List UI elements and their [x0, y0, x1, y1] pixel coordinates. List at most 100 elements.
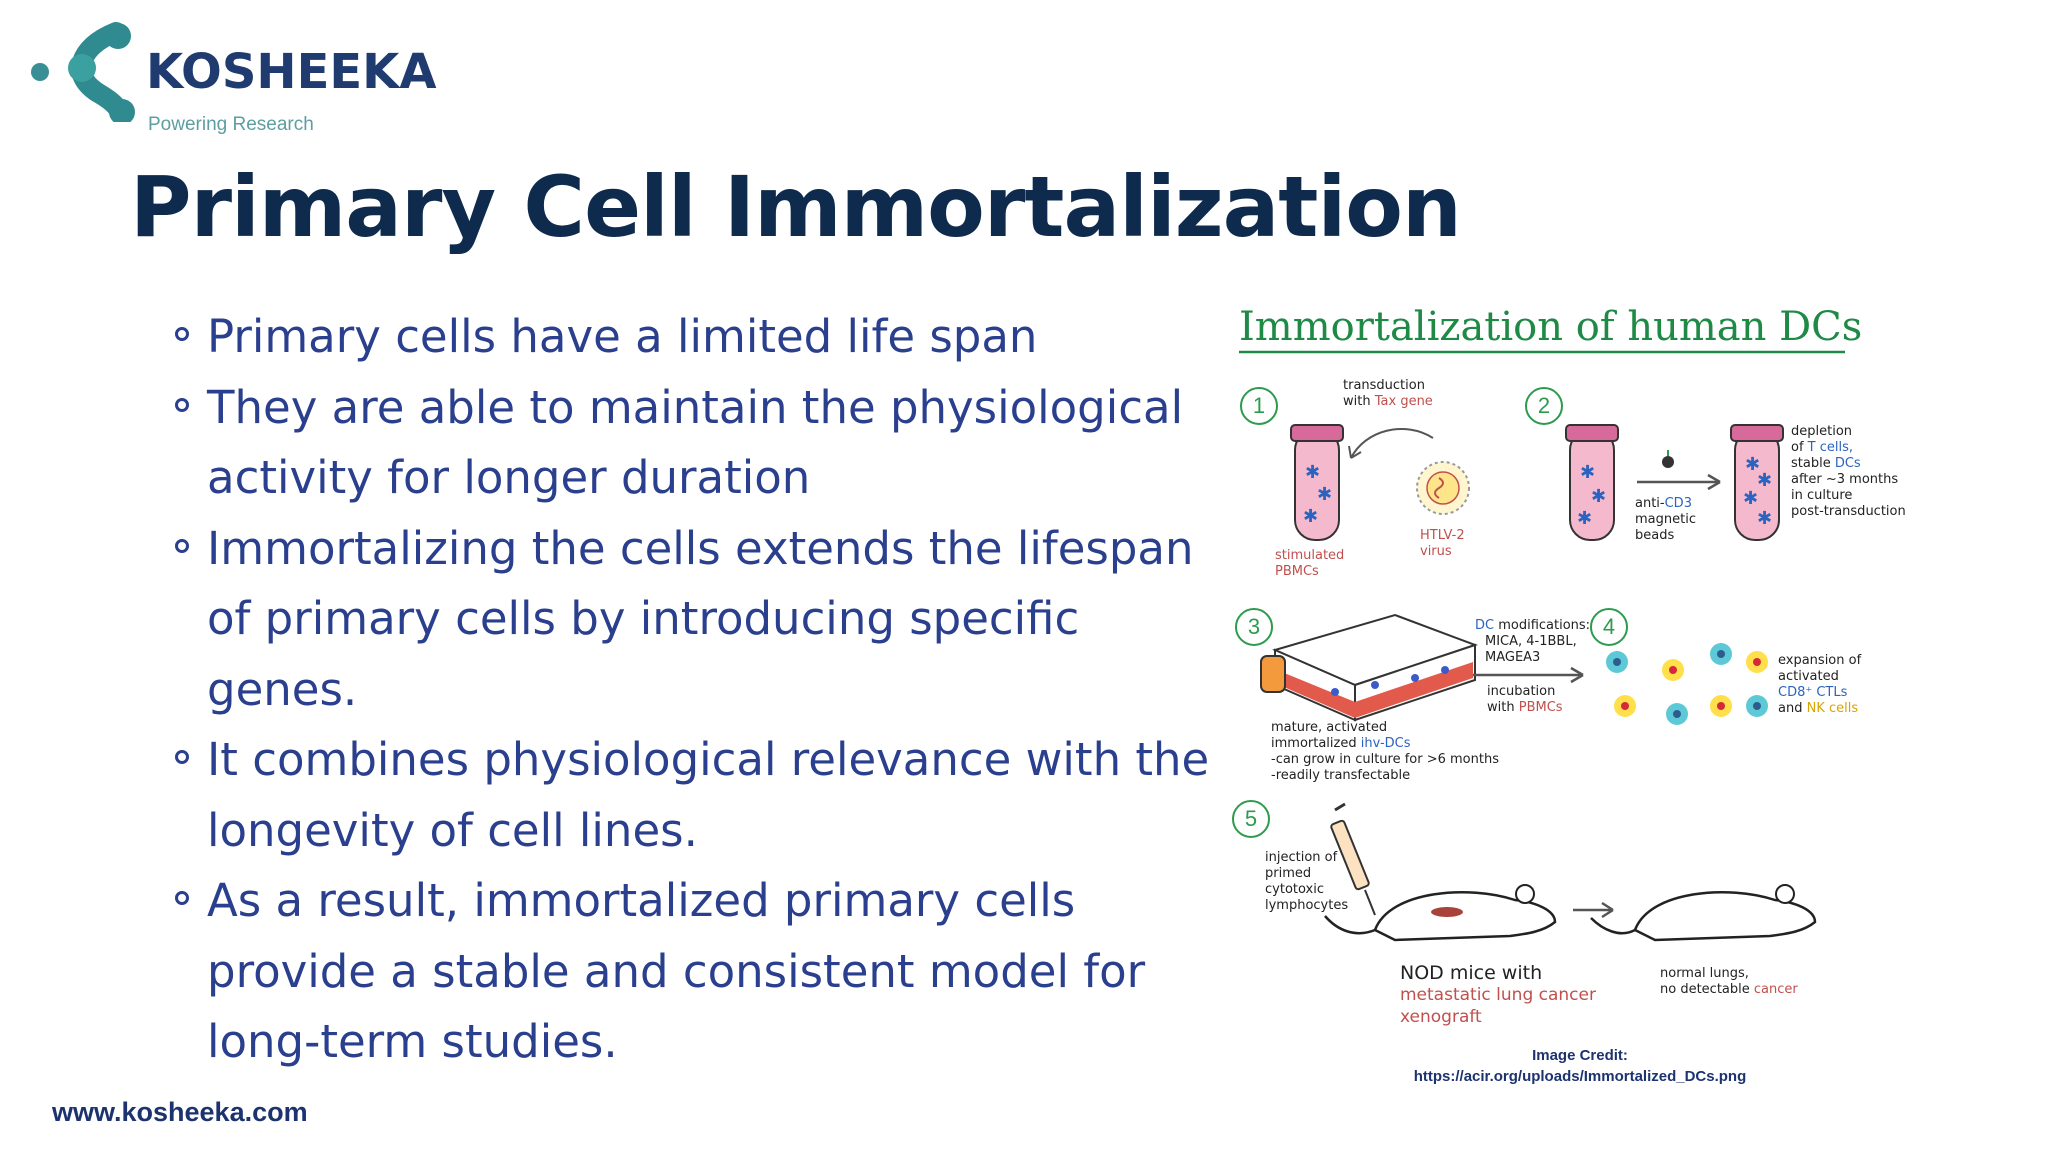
svg-text:✱: ✱ — [1757, 470, 1772, 490]
bullet-circle-icon — [175, 327, 189, 341]
figure-label-line: depletion — [1791, 424, 1853, 439]
logo-tagline: Powering Research — [148, 114, 314, 135]
figure-label-line: virus — [1420, 544, 1452, 559]
svg-text:✱: ✱ — [1305, 462, 1320, 482]
figure-label-line: MICA, 4-1BBL, — [1485, 634, 1577, 649]
mouse-icon — [1324, 884, 1557, 942]
figure-label-part: no detectable — [1660, 982, 1750, 997]
bullet-item: Immortalizing the cells extends the life… — [175, 514, 1194, 726]
step-number: 5 — [1232, 800, 1270, 838]
figure-label-line: MAGEA3 — [1485, 650, 1541, 665]
bullet-line: provide a stable and consistent model fo… — [207, 944, 1146, 998]
figure-label-line: xenograft — [1400, 1007, 1482, 1027]
figure-label-line: with Tax gene — [1343, 394, 1433, 410]
figure-label-part: ihv-DCs — [1360, 736, 1411, 751]
website-link[interactable]: www.kosheeka.com — [52, 1097, 308, 1127]
figure-label: stimulated PBMCs — [1275, 548, 1344, 580]
figure-illustration: ✱ ✱ ✱ ✱ ✱ ✱ ✱ ✱ ✱ ✱ — [1239, 350, 1845, 942]
svg-text:✱: ✱ — [1317, 484, 1332, 504]
figure-label: depletion of T cells, stable DCs after ~… — [1791, 424, 1906, 520]
svg-text:✱: ✱ — [1580, 462, 1595, 482]
figure-label-part: DCs — [1834, 456, 1861, 471]
figure-label-part: immortalized — [1271, 736, 1357, 751]
syringe-icon — [1330, 802, 1376, 916]
figure-label: DC modifications: MICA, 4-1BBL, MAGEA3 — [1475, 618, 1590, 666]
figure-label-line: cytotoxic — [1265, 882, 1324, 897]
figure-label-line: post-transduction — [1791, 504, 1906, 519]
bullet-line: They are able to maintain the physiologi… — [207, 380, 1184, 434]
bullet-line: It combines physiological relevance with… — [207, 733, 1210, 786]
figure-label-part: of — [1791, 440, 1804, 455]
kosheeka-logo-icon — [31, 22, 135, 122]
figure-label-line: expansion of — [1778, 653, 1862, 668]
figure-label-part: with — [1487, 700, 1515, 715]
figure-label-line: with PBMCs — [1487, 700, 1563, 716]
figure-label-line: normal lungs, — [1660, 966, 1749, 981]
bullet-line: Primary cells have a limited life span — [207, 310, 1038, 363]
bullet-circle-icon — [175, 397, 189, 412]
figure-label-line: and NK cells — [1778, 701, 1861, 717]
bullet-circle-icon — [175, 538, 189, 553]
bullet-line: genes. — [207, 662, 358, 716]
svg-text:✱: ✱ — [1577, 508, 1592, 528]
bullet-item: It combines physiological relevance with… — [175, 725, 1210, 866]
image-credit: Image Credit: https://acir.org/uploads/I… — [1280, 1045, 1880, 1087]
figure-label-part: NK cells — [1806, 701, 1859, 716]
figure-label-line: metastatic lung cancer — [1400, 985, 1596, 1005]
figure-title: Immortalization of human DCs — [1239, 304, 1863, 350]
test-tube-icon: ✱ ✱ ✱ — [1290, 424, 1344, 541]
bullet-line: As a result, immortalized primary cells — [207, 874, 1076, 927]
figure-label-line: anti-CD3 — [1635, 496, 1696, 512]
culture-flask-icon — [1260, 613, 1478, 722]
figure-label-part: Tax gene — [1374, 394, 1433, 409]
figure-label-part: PBMCs — [1518, 700, 1563, 715]
mouse-icon — [1590, 884, 1817, 942]
kosheeka-logo: KOSHEEKA Powering Research — [26, 22, 437, 135]
figure-label: mature, activated immortalized ihv-DCs -… — [1271, 720, 1499, 784]
figure-label-line: immortalized ihv-DCs — [1271, 736, 1499, 752]
bullet-line: long-term studies. — [207, 1015, 618, 1068]
figure-label-line: PBMCs — [1275, 564, 1319, 579]
bullet-line: activity for longer duration — [207, 451, 811, 504]
bullet-line: Immortalizing the cells extends the life… — [207, 521, 1194, 575]
step-number: 3 — [1235, 608, 1273, 646]
figure-label-line: no detectable cancer — [1660, 982, 1798, 998]
figure-label: injection of primed cytotoxic lymphocyte… — [1265, 850, 1348, 914]
svg-text:✱: ✱ — [1745, 454, 1760, 474]
step-number: 4 — [1590, 608, 1628, 646]
bullet-item: Primary cells have a limited life span — [175, 302, 1175, 373]
figure-label: incubation with PBMCs — [1487, 684, 1563, 716]
htlv-virus-icon — [1416, 461, 1470, 515]
figure-label: transduction with Tax gene — [1343, 378, 1433, 410]
figure-label: anti-CD3 magnetic beads — [1635, 496, 1696, 544]
figure-label-line: beads — [1635, 528, 1675, 543]
figure-label-line: lymphocytes — [1265, 898, 1349, 913]
bullet-item: They are able to maintain the physiologi… — [175, 373, 1184, 514]
figure-label-line: DC modifications: — [1475, 618, 1590, 634]
figure-label-line: NOD mice with — [1400, 962, 1543, 984]
figure-label-part: CD3 — [1664, 496, 1692, 511]
figure-label: HTLV-2 virus — [1420, 528, 1465, 560]
figure-label-line: transduction — [1343, 378, 1425, 393]
figure-label-line: of T cells, — [1791, 440, 1906, 456]
figure-label-line: in culture — [1791, 488, 1853, 503]
svg-text:✱: ✱ — [1303, 506, 1318, 526]
figure-label-line: mature, activated — [1271, 720, 1388, 735]
figure-label-line: stimulated — [1275, 548, 1345, 563]
figure-label-part: anti- — [1635, 496, 1665, 511]
figure-label-line: activated — [1778, 669, 1839, 684]
image-credit-label: Image Credit: — [1532, 1047, 1628, 1064]
figure-label-part: DC — [1475, 618, 1495, 633]
bullet-item: As a result, immortalized primary cells … — [175, 866, 1175, 1078]
figure-label: normal lungs, no detectable cancer — [1660, 966, 1798, 998]
svg-text:✱: ✱ — [1743, 488, 1758, 508]
figure-label-part: T cells, — [1807, 440, 1854, 455]
figure-label-part: with — [1343, 394, 1371, 409]
image-credit-url[interactable]: https://acir.org/uploads/Immortalized_DC… — [1413, 1068, 1747, 1085]
figure-label: NOD mice with metastatic lung cancer xen… — [1400, 962, 1596, 1028]
figure-label-line: CD8⁺ CTLs — [1778, 685, 1848, 700]
figure-label-part: modifications: — [1494, 618, 1591, 633]
figure-label-part: and — [1778, 701, 1803, 716]
figure-label-line: stable DCs — [1791, 456, 1906, 472]
test-tube-icon: ✱ ✱ ✱ — [1565, 424, 1619, 541]
